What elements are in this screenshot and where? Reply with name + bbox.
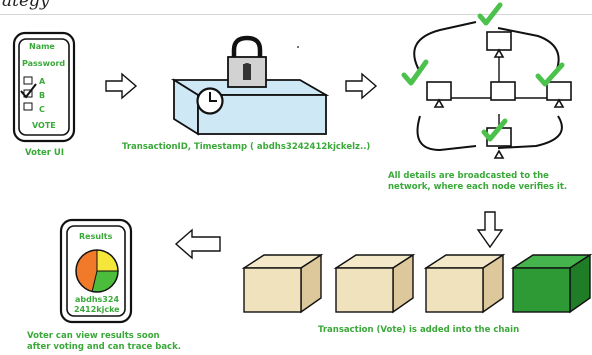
check-icon bbox=[401, 59, 429, 86]
chain-blocks bbox=[241, 253, 592, 314]
check-icon bbox=[535, 62, 565, 87]
node-center bbox=[490, 81, 516, 101]
node-top bbox=[486, 31, 512, 51]
voter-results-caption-line2: after voting and can trace back. bbox=[27, 342, 181, 352]
results-hash-line1: abdhs324 bbox=[75, 295, 120, 304]
block-1 bbox=[241, 253, 324, 314]
pie-outline bbox=[75, 249, 119, 293]
transaction-caption: TransactionID, Timestamp ( abdhs3242412k… bbox=[122, 142, 371, 152]
node-right bbox=[546, 81, 572, 101]
checkbox-a[interactable] bbox=[23, 76, 33, 85]
checkbox-c[interactable] bbox=[23, 102, 33, 111]
checkbox-b[interactable] bbox=[20, 83, 37, 99]
block-new-vote bbox=[510, 253, 592, 314]
option-c-label: C bbox=[39, 105, 45, 114]
header-cut-text: ategy bbox=[2, 0, 50, 11]
check-icon bbox=[481, 118, 508, 142]
results-hash-line2: 2412kjcke bbox=[74, 305, 120, 314]
vote-button[interactable]: VOTE bbox=[32, 121, 56, 130]
option-a-label: A bbox=[39, 77, 46, 86]
check-icon bbox=[477, 2, 503, 26]
down-arrow-icon bbox=[476, 211, 504, 249]
padlock-icon bbox=[227, 35, 267, 88]
ballot-box bbox=[170, 78, 330, 136]
voter-ui-caption: Voter UI bbox=[25, 148, 64, 158]
results-phone bbox=[59, 218, 133, 324]
block-2 bbox=[333, 253, 416, 314]
option-b-label: B bbox=[39, 91, 46, 100]
network-caption-line1: All details are broadcasted to the bbox=[388, 171, 549, 181]
network-nodes bbox=[426, 31, 572, 159]
left-arrow-icon bbox=[174, 228, 221, 260]
header-rule bbox=[0, 14, 592, 15]
voter-phone bbox=[12, 31, 76, 143]
dot-mark bbox=[297, 46, 299, 48]
password-label: Password bbox=[22, 59, 66, 68]
results-title: Results bbox=[79, 232, 113, 241]
network-caption-line2: network, where each node verifies it. bbox=[388, 182, 568, 192]
clock-icon bbox=[196, 87, 224, 115]
check-mark-icon bbox=[20, 83, 37, 99]
node-left bbox=[426, 81, 452, 101]
chain-caption: Transaction (Vote) is added into the cha… bbox=[318, 325, 520, 335]
name-label: Name bbox=[29, 42, 55, 51]
block-3 bbox=[423, 253, 506, 314]
right-arrow-icon bbox=[345, 72, 378, 100]
right-arrow-icon bbox=[105, 72, 138, 100]
verified-check-icons bbox=[401, 2, 565, 142]
voter-results-caption-line1: Voter can view results soon bbox=[27, 331, 160, 341]
